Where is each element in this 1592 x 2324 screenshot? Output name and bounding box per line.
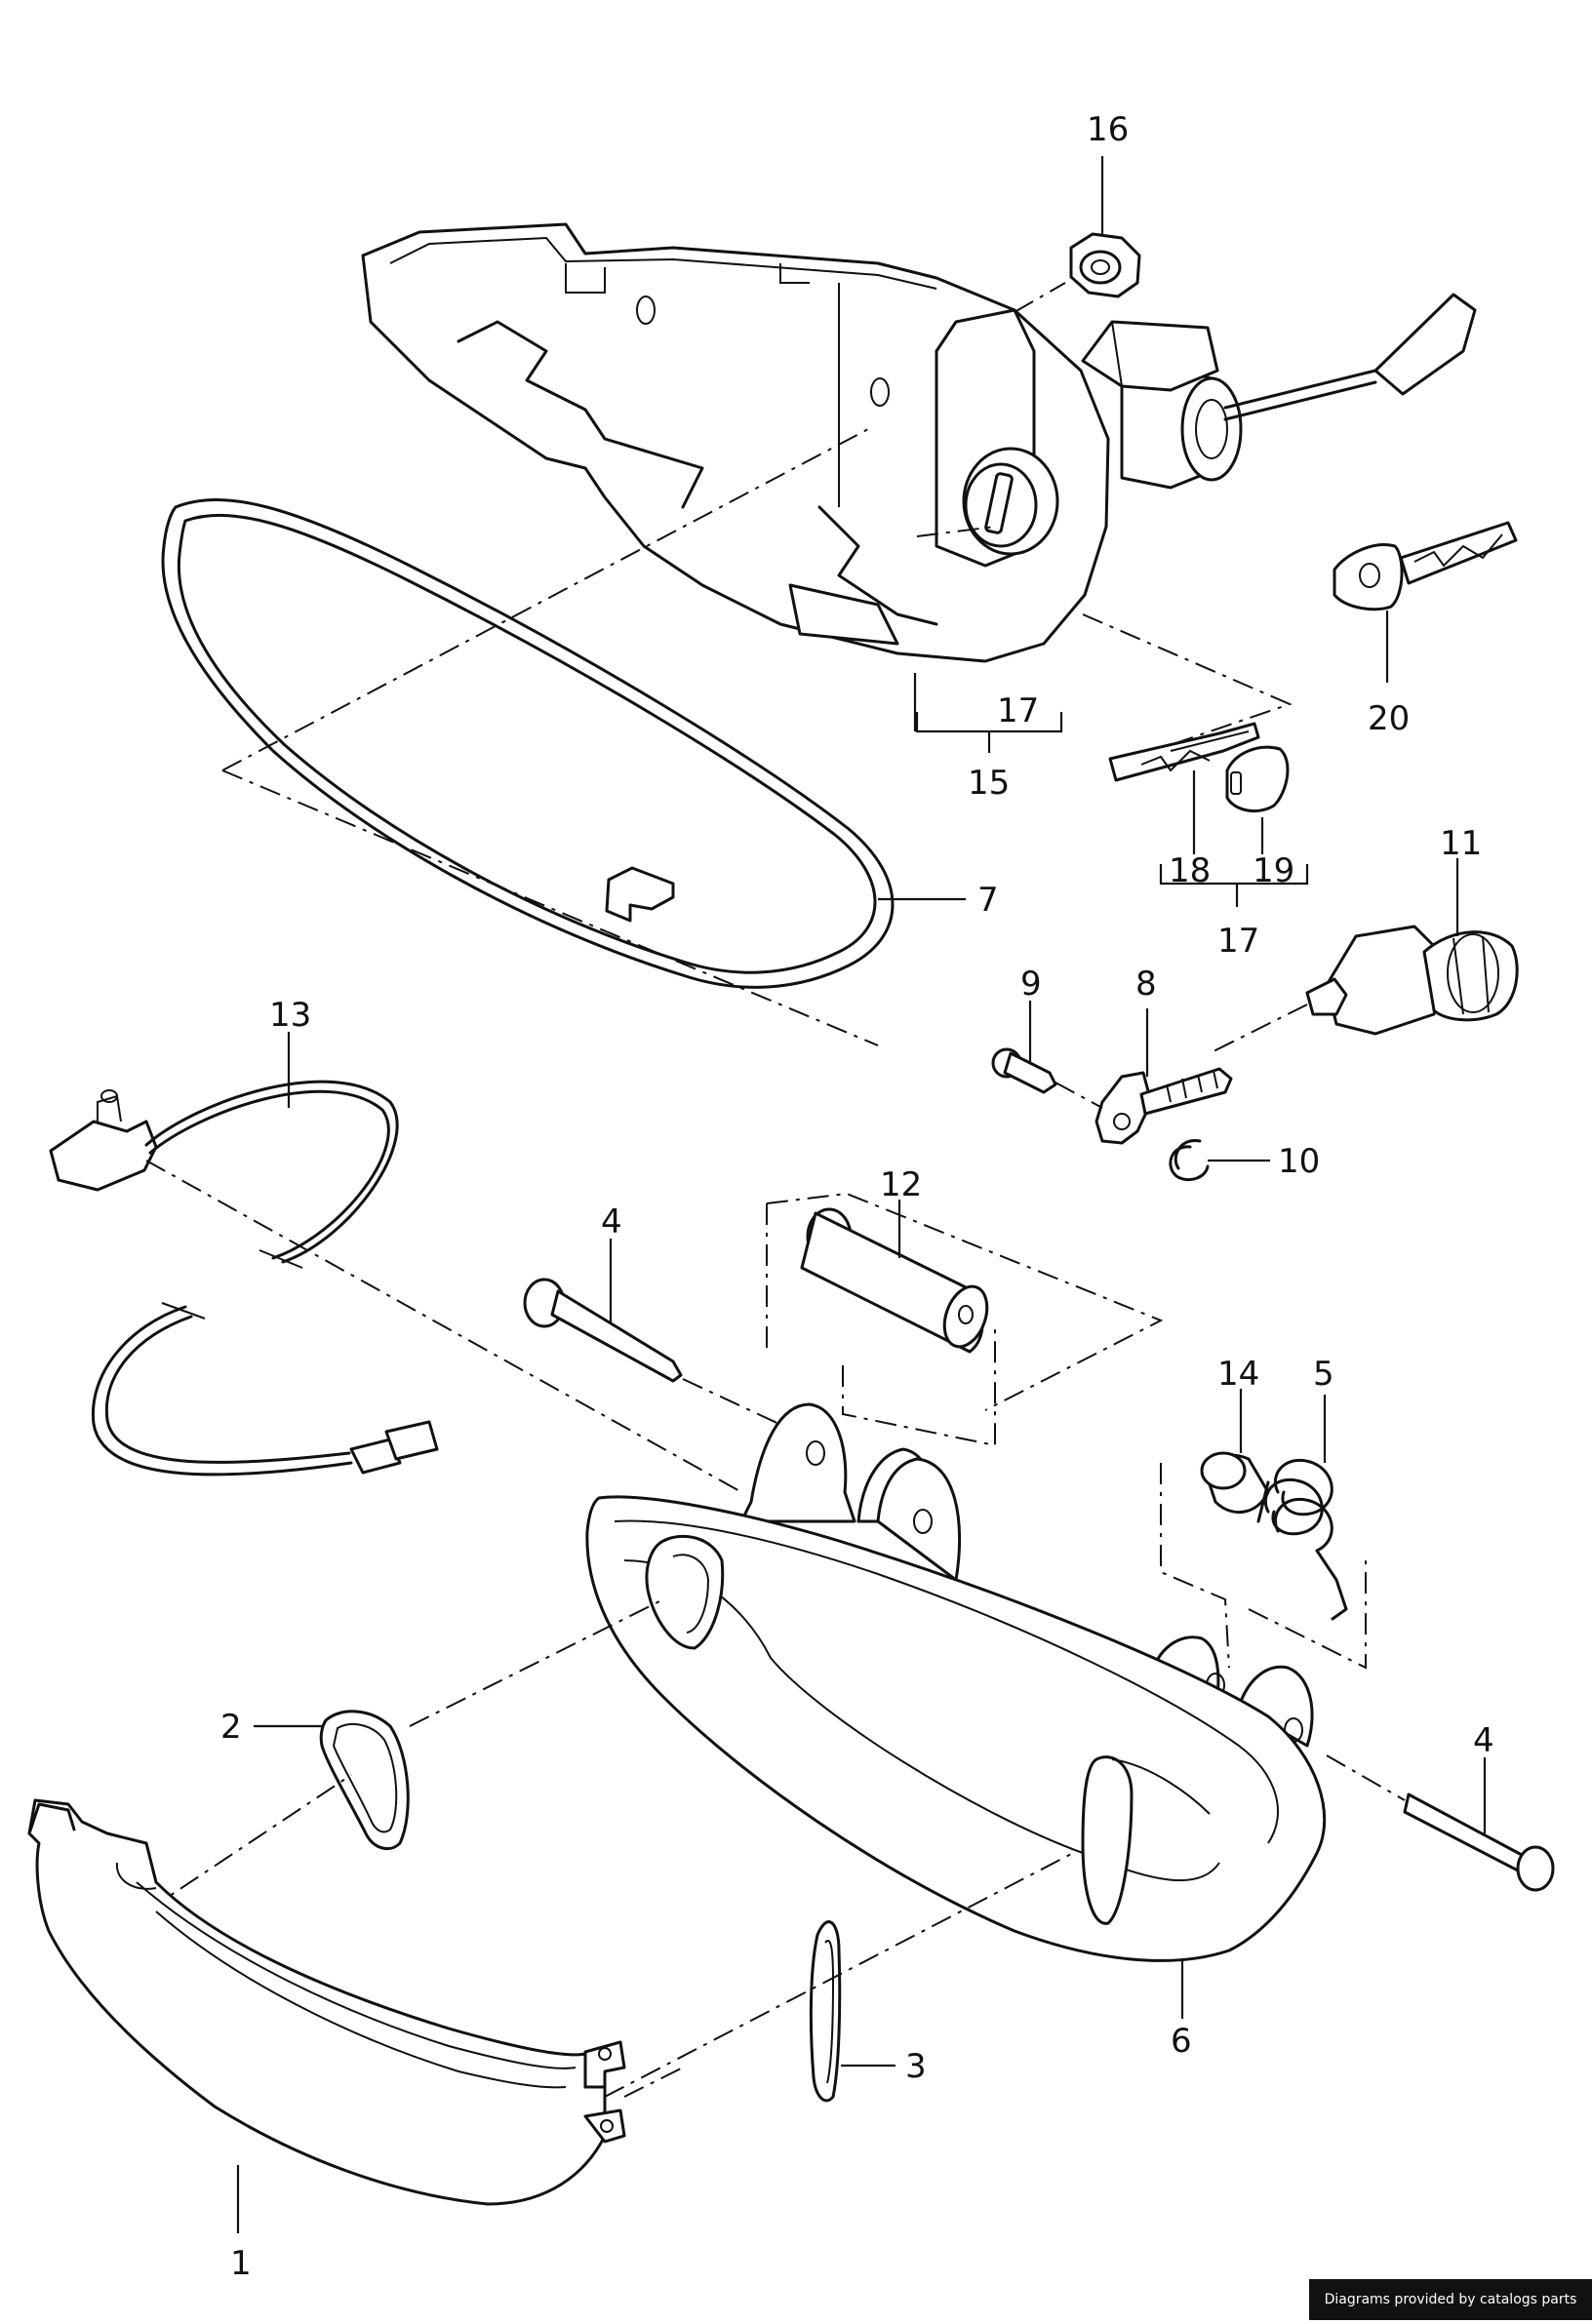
- assembly-line: [916, 526, 996, 537]
- assembly-line: [1014, 282, 1066, 313]
- callout-10: 10: [1278, 1142, 1320, 1181]
- callout-17-upper: 17: [997, 691, 1039, 730]
- assembly-line: [221, 769, 879, 1046]
- bracket-18-19: [1159, 864, 1309, 886]
- part-5-spring[interactable]: [1256, 1458, 1348, 1621]
- callout-8: 8: [1135, 965, 1157, 1004]
- callout-17-lower: 17: [1217, 922, 1259, 961]
- part-12-pivot-shaft[interactable]: [800, 1207, 995, 1354]
- callout-14: 14: [1217, 1355, 1259, 1394]
- callout-5: 5: [1313, 1355, 1334, 1394]
- part-19-key-head[interactable]: [1225, 745, 1290, 813]
- part-2-insert[interactable]: [319, 1710, 410, 1851]
- assembly-line: [1055, 1082, 1103, 1109]
- part-4-pin-upper[interactable]: [523, 1278, 683, 1383]
- assembly-line: [1209, 1004, 1308, 1054]
- part-1-pull-handle[interactable]: [27, 1798, 626, 2206]
- part-7-gasket[interactable]: [161, 498, 895, 989]
- assembly-line: [145, 1160, 742, 1493]
- callout-19: 19: [1253, 851, 1294, 890]
- callout-1: 1: [230, 2244, 252, 2283]
- part-20-key[interactable]: [1333, 521, 1518, 611]
- callout-13: 13: [269, 996, 311, 1035]
- assembly-line: [604, 1852, 1074, 2098]
- part-10-clip[interactable]: [1169, 1139, 1210, 1182]
- part-6-handle-body[interactable]: [585, 1402, 1327, 1962]
- callout-7: 7: [977, 881, 999, 920]
- part-9-pin[interactable]: [991, 1047, 1057, 1094]
- callout-6: 6: [1171, 2022, 1192, 2061]
- assembly-line: [1082, 613, 1293, 752]
- part-8-lever[interactable]: [1094, 1067, 1233, 1145]
- callout-18: 18: [1169, 851, 1211, 890]
- part-18-key-blade[interactable]: [1108, 722, 1260, 782]
- part-11-connector[interactable]: [1305, 925, 1519, 1036]
- callout-3: 3: [905, 2047, 927, 2086]
- footer-credit: Diagrams provided by catalogs parts: [1309, 2279, 1592, 2320]
- part-4-pin-lower[interactable]: [1403, 1792, 1555, 1892]
- assembly-line: [409, 1598, 664, 1727]
- callout-15: 15: [968, 764, 1010, 803]
- assembly-line: [842, 1326, 996, 1447]
- assembly-line: [766, 1192, 1164, 1411]
- part-16-nut[interactable]: [1069, 232, 1141, 298]
- bracket-15-17: [913, 673, 1063, 753]
- callout-12: 12: [880, 1165, 922, 1204]
- callout-11: 11: [1440, 824, 1482, 863]
- callout-20: 20: [1368, 699, 1410, 738]
- callout-2: 2: [220, 1708, 242, 1747]
- lock-cylinder[interactable]: [962, 293, 1477, 556]
- callout-9: 9: [1020, 965, 1042, 1004]
- callout-4-lower: 4: [1473, 1721, 1494, 1760]
- assembly-line: [145, 1774, 352, 1912]
- callout-16: 16: [1087, 110, 1129, 149]
- part-13-wire-harness[interactable]: [49, 1080, 439, 1477]
- part-15-housing-bracket[interactable]: [361, 222, 1110, 663]
- part-14-bushing[interactable]: [1200, 1451, 1270, 1514]
- assembly-line: [1326, 1754, 1406, 1801]
- assembly-line: [623, 2067, 684, 2098]
- callout-4-upper: 4: [601, 1202, 622, 1241]
- assembly-line: [1160, 1463, 1367, 1670]
- part-3-seal[interactable]: [809, 1920, 842, 2103]
